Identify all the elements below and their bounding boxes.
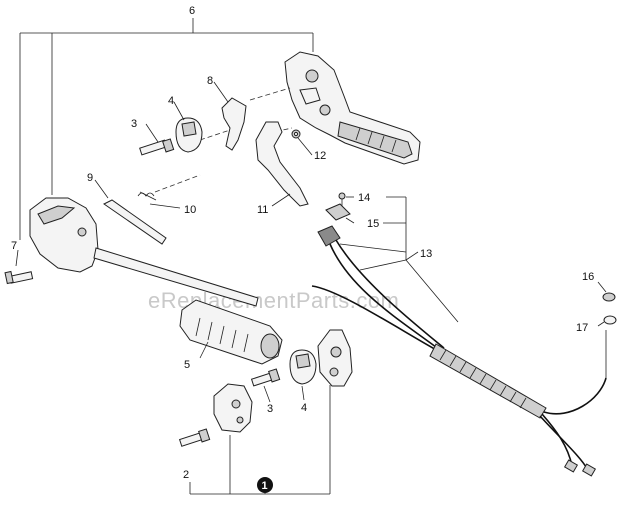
callout-10: 10 (184, 204, 196, 216)
callout-6: 6 (189, 5, 195, 17)
handle-half-shell (317, 329, 353, 387)
callout-15: 15 (367, 218, 379, 230)
part-2-screw (178, 428, 211, 447)
callout-14: 14 (358, 192, 370, 204)
callout-1-badge (257, 477, 273, 493)
callout-labels: 1 2 3 3 4 4 5 6 7 8 9 10 11 12 13 14 15 … (11, 5, 594, 493)
callout-7: 7 (11, 240, 17, 252)
part-3-screw-bottom (250, 368, 281, 387)
callout-3-top: 3 (131, 118, 137, 130)
callout-17: 17 (576, 322, 588, 334)
callout-5: 5 (184, 359, 190, 371)
callout-11: 11 (257, 204, 268, 216)
callout-9: 9 (87, 172, 93, 184)
part-11-throttle-trigger (255, 121, 309, 207)
part-4-clamp-bottom (289, 349, 317, 385)
callout-8: 8 (207, 75, 213, 87)
part-16-cap (602, 292, 616, 302)
part-15-switch-plate (325, 203, 351, 221)
bracket-1 (189, 385, 331, 495)
callout-16: 16 (582, 271, 594, 283)
part-9-10-spring (103, 191, 167, 245)
part-3-screw-top (139, 138, 175, 156)
bracket-6 (19, 18, 314, 240)
part-5-grip (179, 299, 283, 365)
lower-throttle-housing (29, 197, 259, 307)
part-13-wire-harness (311, 225, 607, 477)
part-12-spring (291, 129, 301, 139)
part-4-clamp-top (175, 117, 203, 153)
callout-4-top: 4 (168, 95, 174, 107)
upper-handle-housing (284, 51, 421, 165)
callout-4-bottom: 4 (301, 402, 307, 414)
part-8-trigger (221, 97, 247, 151)
harness-coils (439, 349, 527, 409)
callout-13: 13 (420, 248, 432, 260)
part-2-cap (213, 383, 253, 433)
part-17-cap (603, 315, 617, 325)
callout-3-bottom: 3 (267, 403, 273, 415)
callout-2: 2 (183, 469, 189, 481)
callout-1: 1 (262, 480, 268, 492)
callout-12: 12 (314, 150, 326, 162)
part-7-screw (4, 270, 34, 285)
leader-lines (15, 81, 607, 403)
